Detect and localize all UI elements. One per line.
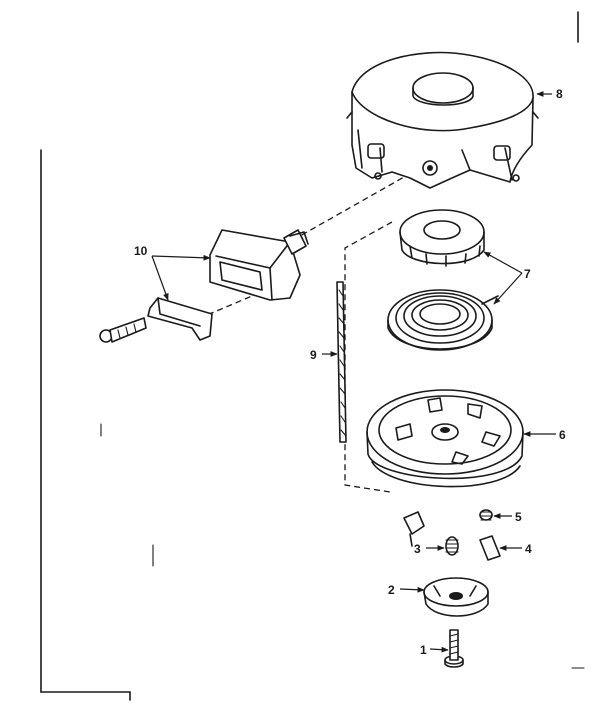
part-8-housing	[346, 51, 539, 189]
part-2-retainer-cup	[423, 577, 489, 617]
callout-8: 8	[556, 87, 563, 101]
part-4-pawl	[479, 535, 501, 561]
callout-3: 3	[414, 542, 421, 556]
part-5-pawl-spring-assembly	[403, 509, 493, 547]
part-9-starter-rope	[336, 281, 347, 443]
callout-9: 9	[310, 348, 317, 362]
part-1-screw	[444, 629, 464, 668]
part-10-handle-insert	[147, 297, 213, 341]
callout-10: 10	[134, 244, 148, 258]
callout-5: 5	[515, 510, 522, 524]
part-7-cover-plate	[399, 209, 485, 267]
callout-1: 1	[420, 643, 427, 657]
part-7-rewind-spring	[387, 289, 499, 351]
callout-7: 7	[524, 267, 531, 281]
part-3-spring	[445, 536, 459, 556]
part-6-pulley	[366, 389, 524, 488]
callout-2: 2	[388, 583, 395, 597]
callout-6: 6	[559, 428, 566, 442]
callout-4: 4	[525, 542, 532, 556]
page-frame	[40, 11, 585, 701]
handle-screw	[99, 317, 147, 343]
part-10-starter-handle	[209, 229, 309, 301]
callout-labels: 8 7 9 6 5 4 3 2 1 10	[134, 87, 566, 657]
callout-leaders	[151, 91, 556, 653]
